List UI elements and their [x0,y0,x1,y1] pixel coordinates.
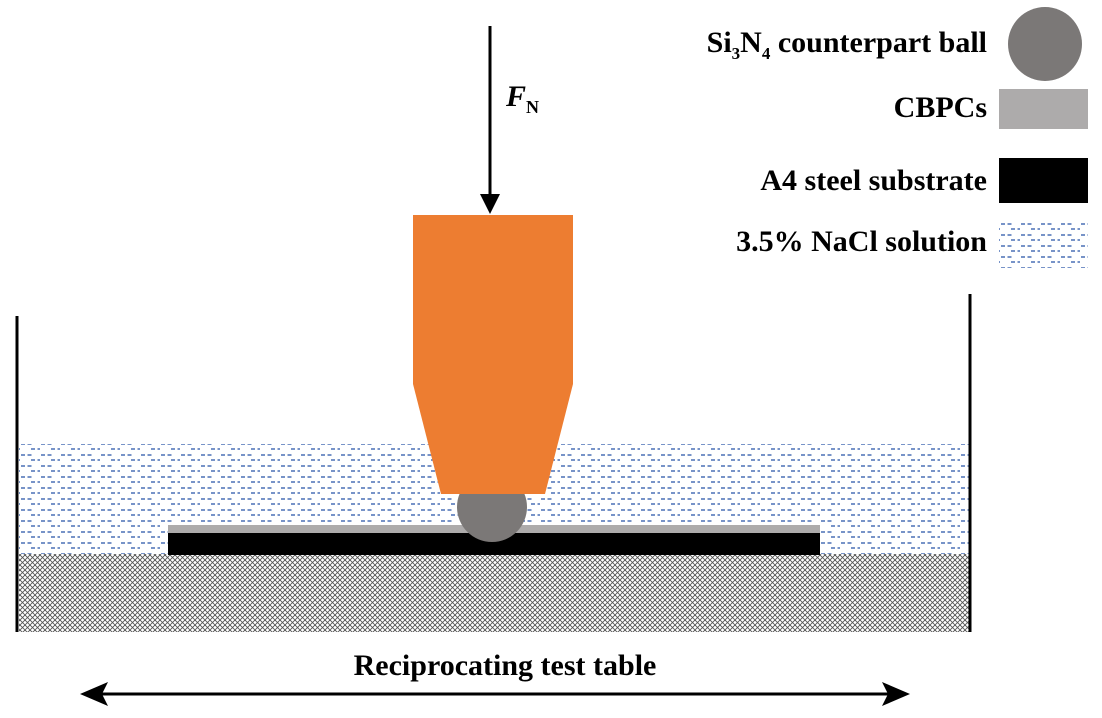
legend: Si3N4 counterpart ball CBPCs A4 steel su… [707,7,1088,268]
motion-arrowhead-left [80,682,108,706]
legend-coating-icon [999,89,1088,129]
reciprocating-motion-arrow [80,682,910,706]
legend-item-solution: 3.5% NaCl solution [736,220,1088,268]
reciprocating-table-label: Reciprocating test table [354,649,657,682]
legend-label-coating: CBPCs [894,91,987,124]
legend-solution-icon [999,220,1088,268]
legend-label-substrate: A4 steel substrate [760,164,987,197]
legend-item-ball: Si3N4 counterpart ball [707,7,1082,81]
test-table-region [19,554,969,632]
steel-substrate [168,532,820,555]
legend-ball-icon [1008,7,1082,81]
legend-label-ball: Si3N4 counterpart ball [707,26,987,63]
legend-substrate-icon [999,158,1088,203]
ball-holder [413,215,573,494]
motion-arrowhead-right [882,682,910,706]
legend-item-substrate: A4 steel substrate [760,158,1088,203]
legend-label-solution: 3.5% NaCl solution [736,225,987,258]
legend-item-coating: CBPCs [894,89,1088,129]
normal-force-arrowhead [480,194,500,214]
normal-force-label: FN [505,80,539,117]
